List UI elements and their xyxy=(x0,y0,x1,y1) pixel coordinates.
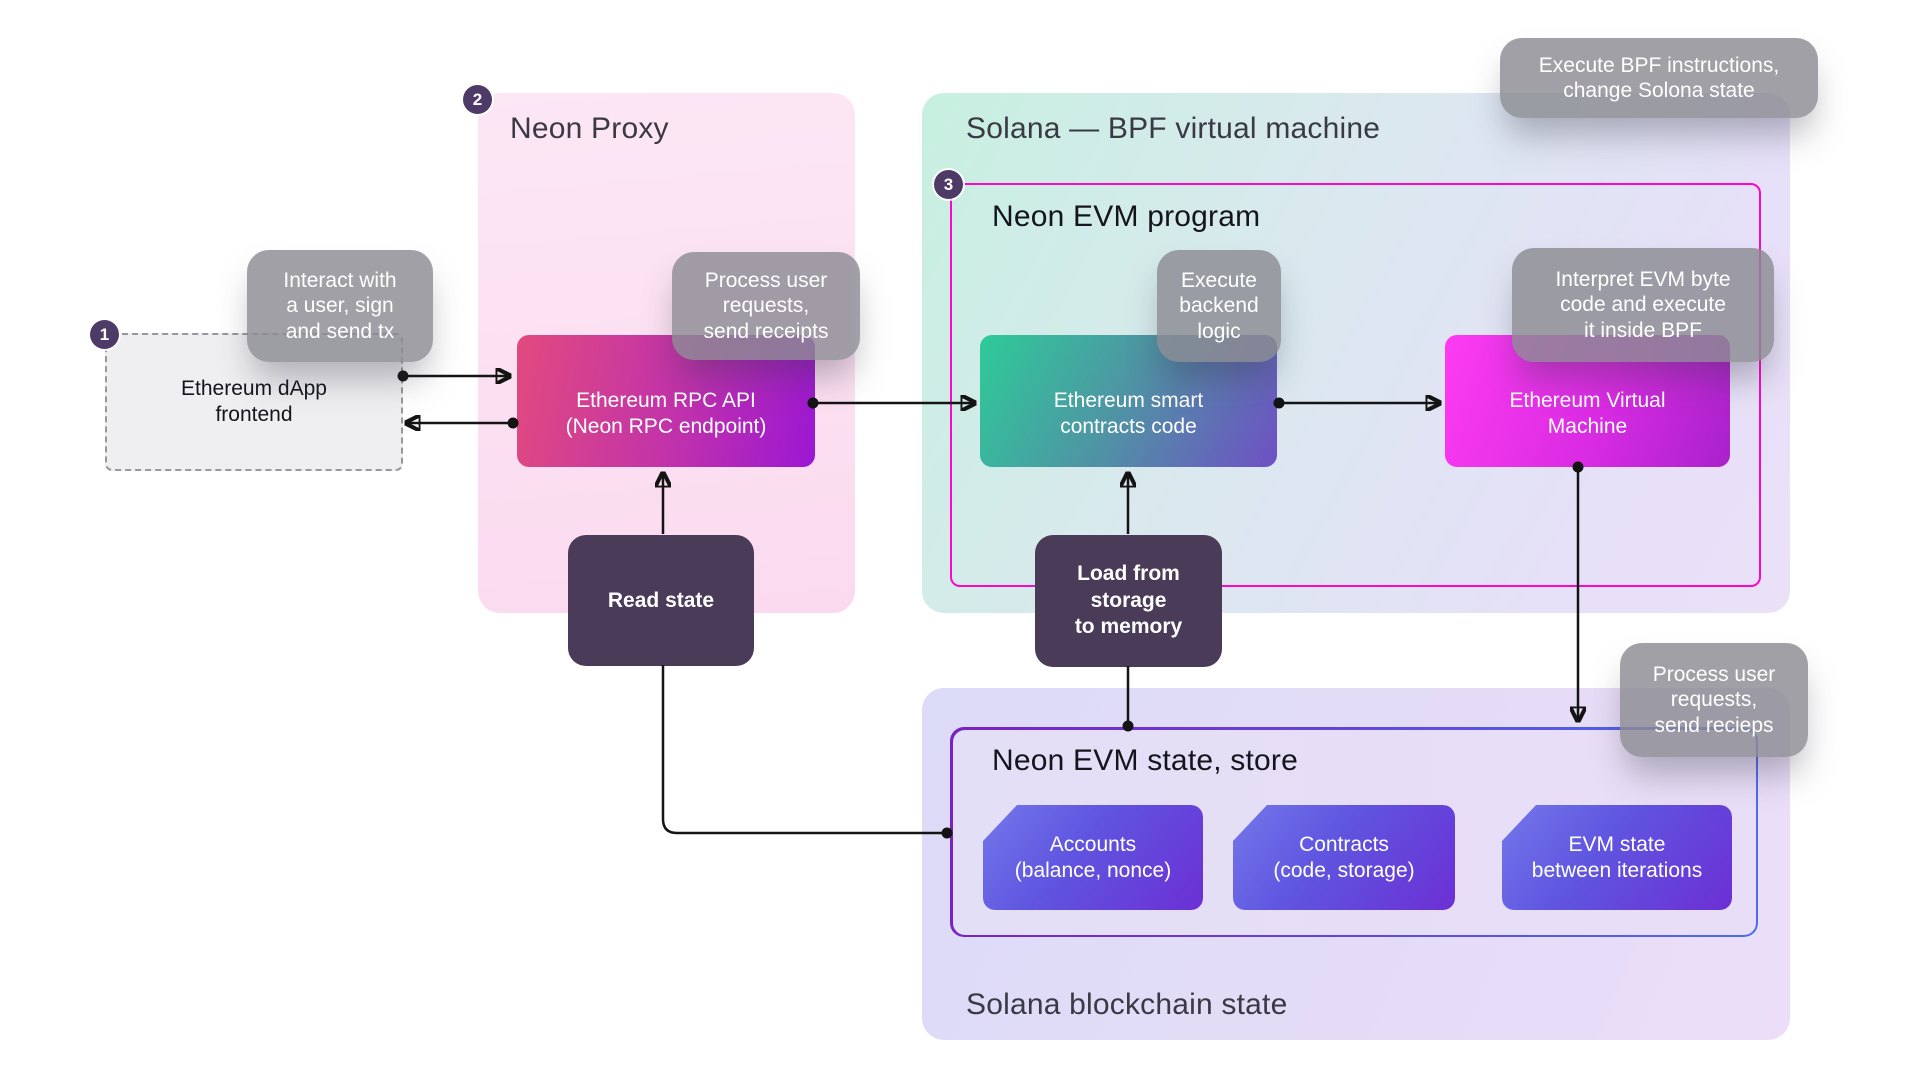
tooltip-interact-with-user: Interact with a user, sign and send tx xyxy=(247,250,433,362)
tooltip-process-user-requests: Process user requests, send receipts xyxy=(672,252,860,360)
solana-state-title: Solana blockchain state xyxy=(966,988,1288,1021)
neon-evm-state-title: Neon EVM state, store xyxy=(992,744,1299,777)
neon-evm-program-box xyxy=(950,183,1761,587)
line-readstate-to-state-store xyxy=(661,665,953,839)
evm-state-store-node: EVM state between iterations xyxy=(1502,805,1732,910)
step-badge-2: 2 xyxy=(463,85,492,114)
tooltip-execute-bpf-instructions: Execute BPF instructions, change Solona … xyxy=(1500,38,1818,118)
ethereum-rpc-api-node: Ethereum RPC API (Neon RPC endpoint) xyxy=(517,335,815,467)
step-badge-3: 3 xyxy=(934,170,963,199)
neon-evm-program-title: Neon EVM program xyxy=(992,200,1261,233)
accounts-store-node: Accounts (balance, nonce) xyxy=(983,805,1203,910)
tooltip-process-user-recieps: Process user requests, send recieps xyxy=(1620,643,1808,757)
solana-vm-title: Solana — BPF virtual machine xyxy=(966,112,1381,145)
contracts-store-node: Contracts (code, storage) xyxy=(1233,805,1455,910)
load-from-storage-node: Load from storage to memory xyxy=(1035,535,1222,667)
neon-proxy-title: Neon Proxy xyxy=(510,112,669,145)
tooltip-execute-backend-logic: Execute backend logic xyxy=(1157,250,1281,362)
step-badge-1: 1 xyxy=(90,320,119,349)
read-state-node: Read state xyxy=(568,535,754,666)
tooltip-interpret-evm-bytecode: Interpret EVM byte code and execute it i… xyxy=(1512,248,1774,362)
